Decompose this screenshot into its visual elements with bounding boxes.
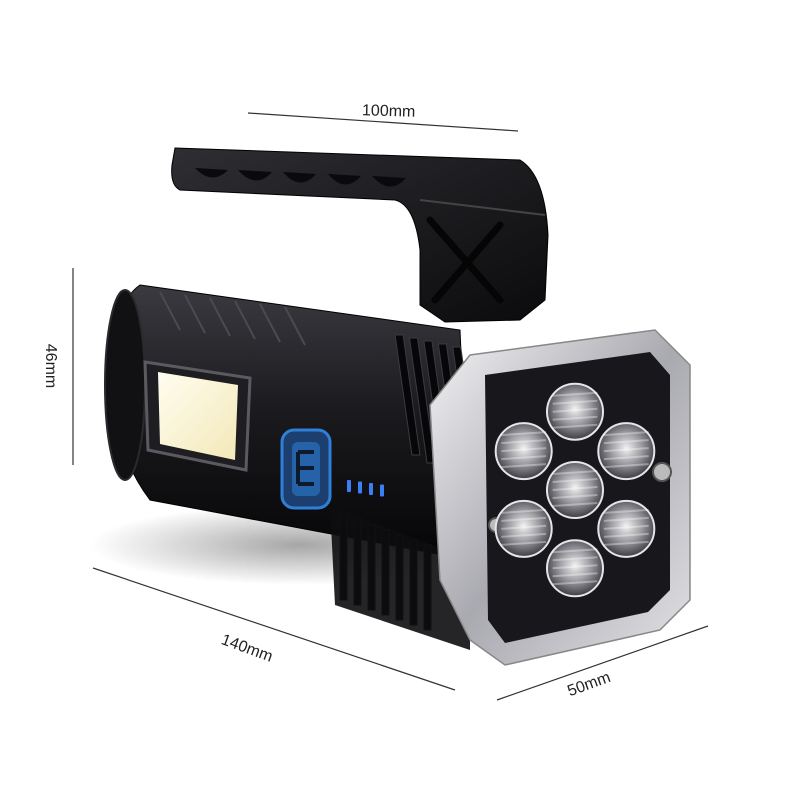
led-facet [501, 455, 547, 461]
led-facet [552, 470, 598, 475]
flashlight-handle [171, 147, 549, 323]
dimension-lines [72, 112, 709, 701]
led-facet [603, 439, 649, 445]
led-facet [603, 447, 649, 453]
tail-cap [104, 289, 146, 481]
led-reflector [597, 499, 656, 558]
led-facet [501, 532, 547, 538]
led-facet [603, 540, 649, 546]
led-facet [552, 407, 598, 413]
led-facet [501, 540, 547, 546]
led-facet [552, 399, 598, 405]
cob-side-light [143, 360, 252, 472]
led-array [494, 382, 656, 598]
led-facet [501, 431, 547, 437]
length-dimension-label: 100mm [361, 102, 416, 121]
led-facet [552, 564, 598, 570]
depth-dimension-line [92, 567, 456, 691]
led-facet [552, 580, 598, 586]
led-facet [501, 463, 547, 469]
led-facet [552, 556, 598, 562]
battery-level-bar [369, 483, 373, 495]
led-reflector [546, 539, 604, 598]
battery-level-bar [380, 484, 384, 497]
battery-level-bar [347, 480, 351, 492]
led-reflector [546, 382, 604, 441]
led-facet [501, 516, 547, 522]
led-facet [552, 478, 598, 483]
power-button[interactable] [280, 428, 332, 510]
led-facet [603, 508, 649, 514]
width-dimension-line [496, 625, 709, 701]
led-facet [603, 524, 649, 530]
bezel-screw [652, 462, 672, 482]
battery-level-bar [358, 481, 362, 494]
led-reflector [546, 461, 604, 519]
led-facet [501, 439, 547, 445]
led-facet [501, 508, 547, 514]
height-dimension-label: 46mm [42, 343, 60, 389]
led-facet [552, 423, 598, 429]
led-facet [552, 486, 598, 491]
flashlight-head [429, 329, 691, 666]
led-facet [501, 524, 547, 530]
led-facet [552, 494, 598, 499]
led-facet [552, 572, 598, 578]
led-reflector [494, 499, 553, 558]
led-reflector [597, 422, 656, 481]
length-dimension-line [247, 112, 519, 132]
led-facet [552, 502, 598, 507]
led-facet [501, 447, 547, 453]
led-reflector [494, 422, 553, 481]
led-facet [603, 532, 649, 538]
led-facet [603, 455, 649, 461]
led-facet [603, 463, 649, 469]
led-facet [552, 415, 598, 421]
led-facet [603, 431, 649, 437]
led-facet [603, 516, 649, 522]
battery-indicator [347, 480, 384, 497]
led-facet [552, 391, 598, 397]
led-facet [552, 548, 598, 554]
